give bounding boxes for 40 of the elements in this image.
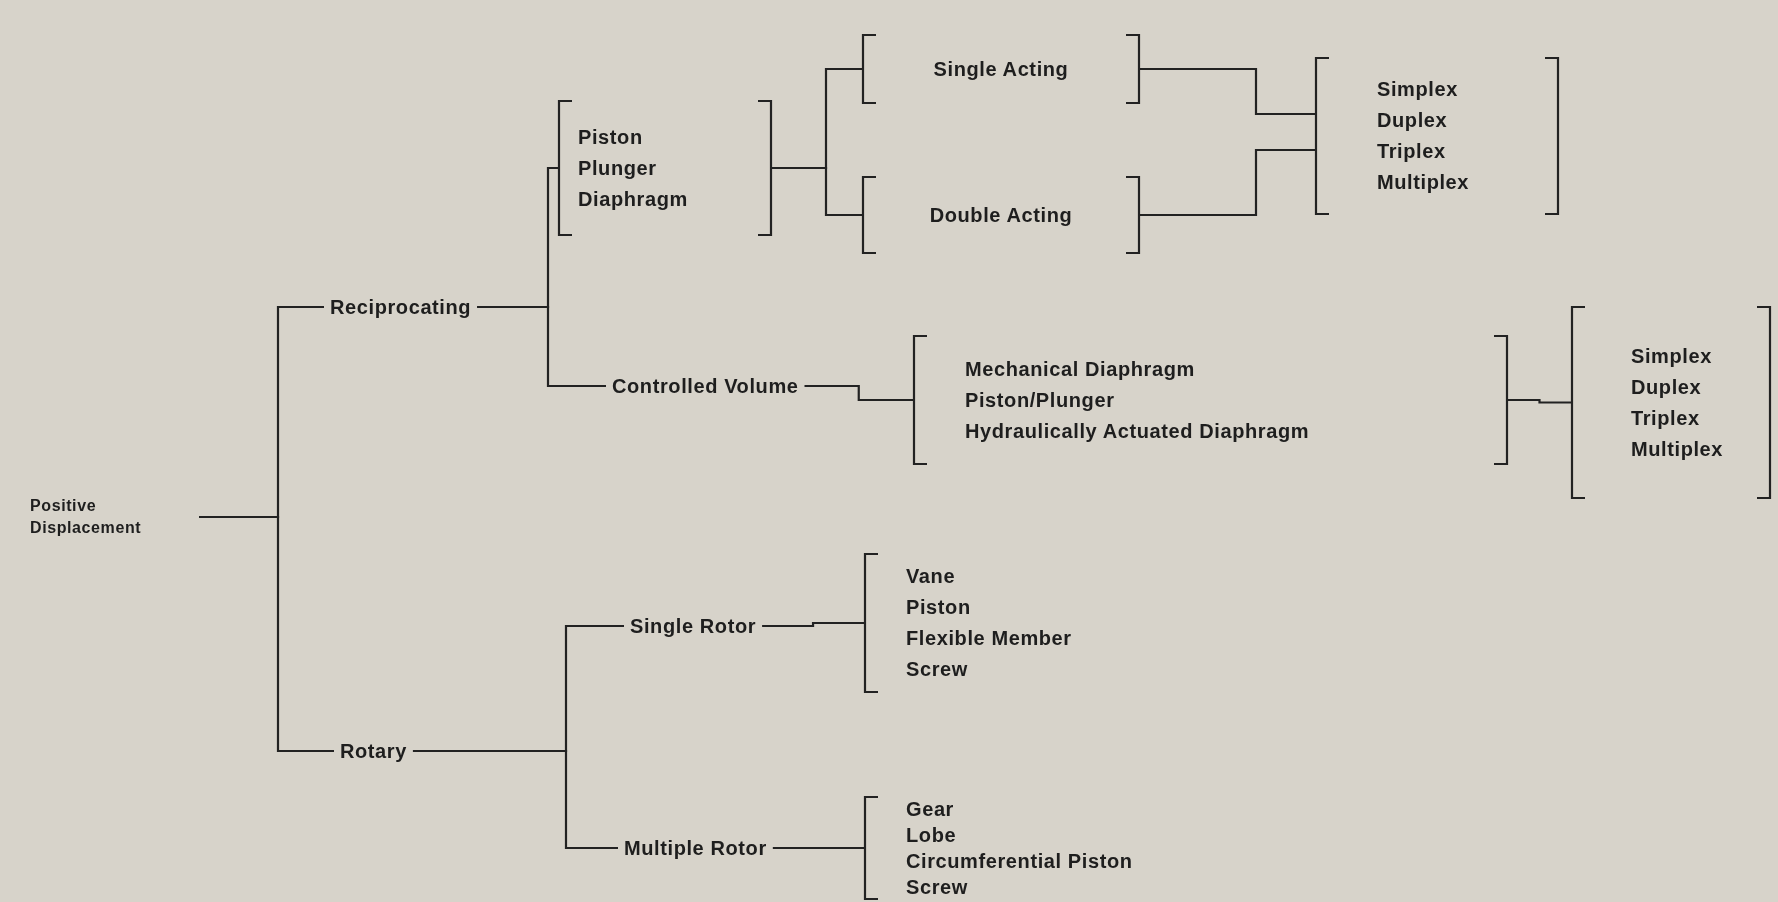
list-item: Single Acting bbox=[933, 56, 1069, 82]
node-label: Single Rotor bbox=[624, 613, 763, 639]
connector-line bbox=[1140, 67, 1315, 116]
list-item: Triplex bbox=[1631, 405, 1700, 431]
list-item: Plunger bbox=[578, 155, 657, 181]
list-item: Gear bbox=[906, 797, 954, 822]
connector-line bbox=[772, 166, 862, 217]
connector-line bbox=[477, 305, 606, 388]
connector-line bbox=[1508, 398, 1571, 404]
connector-line bbox=[412, 749, 618, 850]
connector-line bbox=[772, 846, 864, 850]
list-item: Piston/Plunger bbox=[965, 387, 1115, 413]
list-item: Simplex bbox=[1631, 343, 1712, 369]
list-item: Multiplex bbox=[1377, 170, 1470, 195]
node-label: Rotary bbox=[334, 738, 413, 764]
list-item: Triplex bbox=[1377, 139, 1446, 164]
list-item: Screw bbox=[906, 657, 968, 682]
node-label: Controlled Volume bbox=[606, 373, 805, 399]
node-label: Reciprocating bbox=[324, 294, 478, 320]
connector-line bbox=[762, 621, 864, 628]
connector-line bbox=[199, 515, 334, 753]
list-item: Screw bbox=[906, 875, 968, 900]
list-item: Lobe bbox=[906, 823, 957, 848]
list-item: Multiplex bbox=[1631, 436, 1724, 462]
connector-line bbox=[1140, 148, 1315, 217]
list-item: Flexible Member bbox=[906, 626, 1072, 651]
connector-line bbox=[804, 384, 913, 402]
list-item: Circumferential Piston bbox=[906, 849, 1133, 874]
list-item: Piston bbox=[906, 595, 971, 620]
list-item: Duplex bbox=[1631, 374, 1702, 400]
list-item: Vane bbox=[906, 564, 956, 589]
node-label: Multiple Rotor bbox=[618, 835, 773, 861]
list-item: Diaphragm bbox=[578, 186, 688, 212]
list-item: Double Acting bbox=[929, 202, 1073, 228]
list-item: Duplex bbox=[1377, 108, 1448, 133]
list-item: Hydraulically Actuated Diaphragm bbox=[965, 418, 1310, 444]
list-item: Simplex bbox=[1377, 77, 1458, 102]
list-item: Piston bbox=[578, 124, 643, 150]
node-label: Positive Displacement bbox=[24, 495, 199, 539]
list-item: Mechanical Diaphragm bbox=[965, 356, 1195, 382]
